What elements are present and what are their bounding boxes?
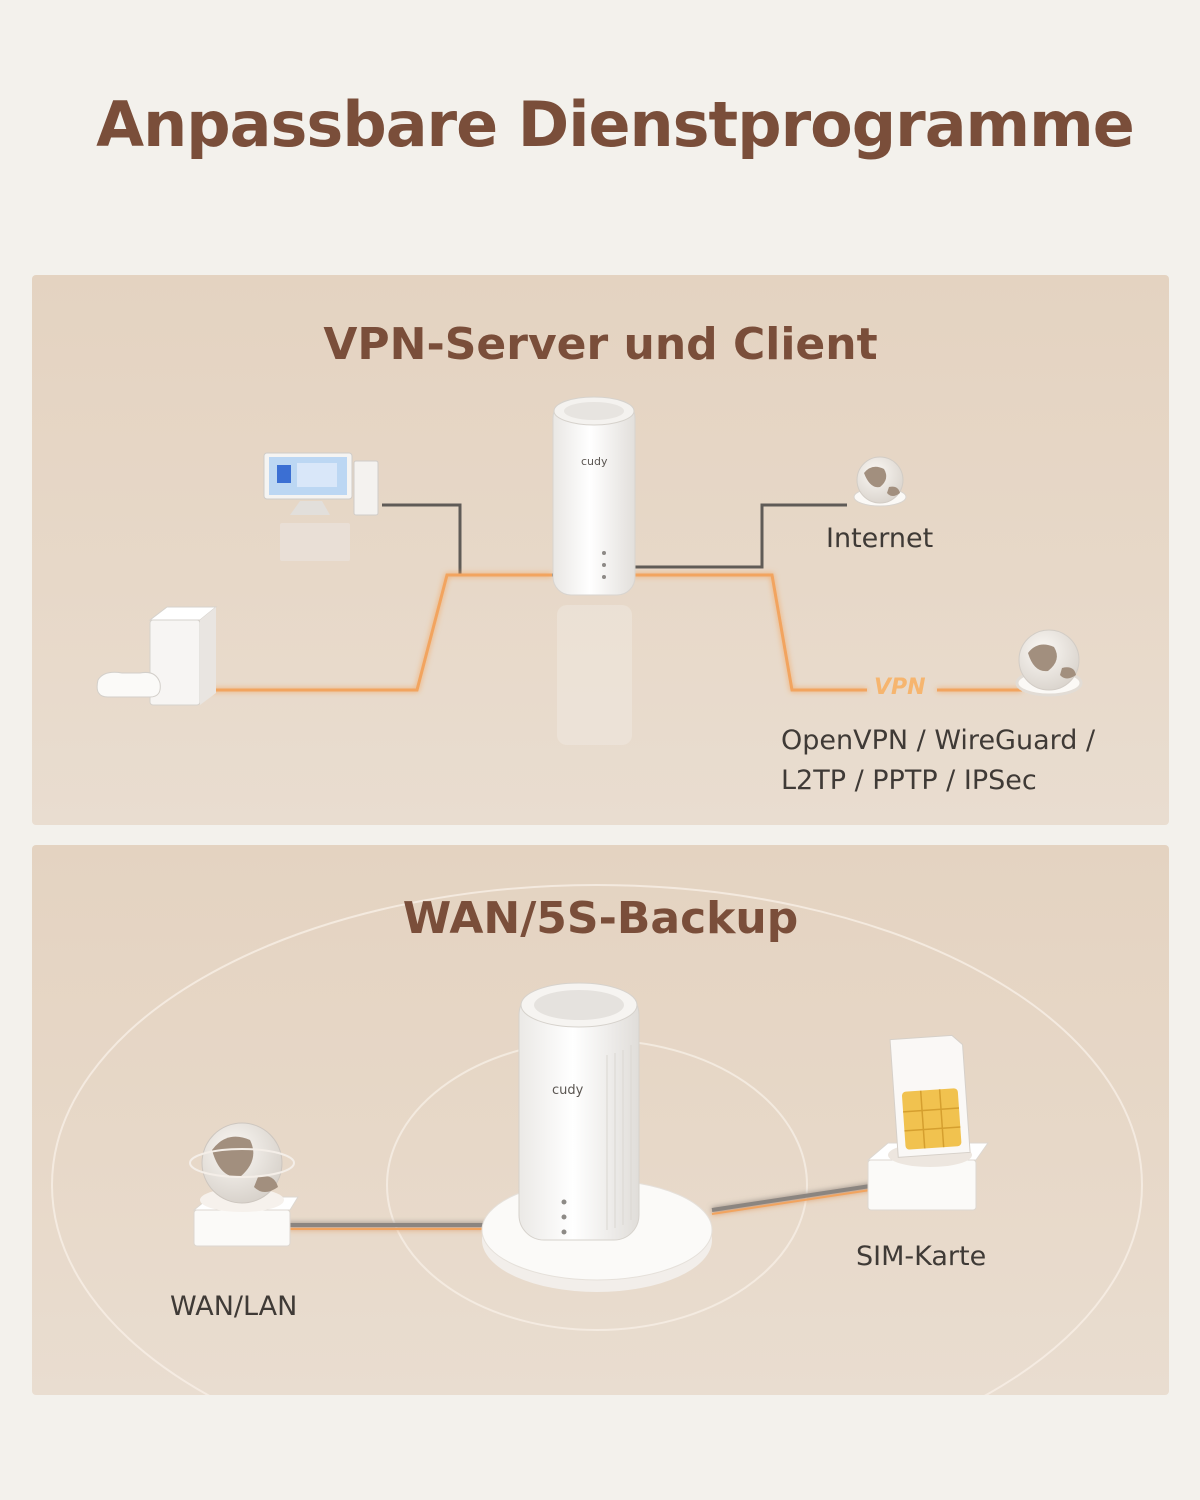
router-brand-vpn: cudy <box>581 455 608 468</box>
page-title: Anpassbare Dienstprogramme <box>96 88 1135 161</box>
gray-cable-right <box>632 503 847 569</box>
router-icon <box>518 982 640 1241</box>
router-reflection <box>557 605 632 745</box>
vpn-globe-icon <box>1015 629 1083 697</box>
router-brand-wan: cudy <box>552 1083 584 1098</box>
globe-icon <box>853 456 907 507</box>
orange-cable-right <box>632 573 1022 692</box>
wan-scene <box>51 884 1143 1395</box>
gray-cable-left <box>382 503 557 577</box>
pc-icon <box>263 452 379 561</box>
wan-lan-label: WAN/LAN <box>170 1291 298 1322</box>
vpn-scene <box>96 396 1083 745</box>
router-icon <box>552 396 636 596</box>
wan-panel: WAN/5S-Backup cudy WAN/LAN SIM-Karte <box>32 845 1169 1395</box>
wan-panel-title: WAN/5S-Backup <box>402 893 799 944</box>
internet-label: Internet <box>826 523 934 554</box>
cable-sim <box>711 1183 878 1215</box>
orange-cable-left <box>207 573 552 692</box>
vpn-protocols-label: OpenVPN / WireGuard / L2TP / PPTP / IPSe… <box>781 721 1095 801</box>
gamepad-icon <box>96 606 218 706</box>
vpn-protocols-line1: OpenVPN / WireGuard / <box>781 725 1096 756</box>
sim-card-label: SIM-Karte <box>856 1241 987 1272</box>
vpn-panel: VPN-Server und Client cudy Internet VPN … <box>32 275 1169 825</box>
vpn-panel-title: VPN-Server und Client <box>323 319 878 370</box>
vpn-protocols-line2: L2TP / PPTP / IPSec <box>781 765 1037 796</box>
sim-card-icon <box>866 1034 989 1211</box>
cable-wan <box>287 1223 492 1230</box>
vpn-tag: VPN <box>874 675 926 700</box>
globe-icon <box>189 1122 299 1247</box>
